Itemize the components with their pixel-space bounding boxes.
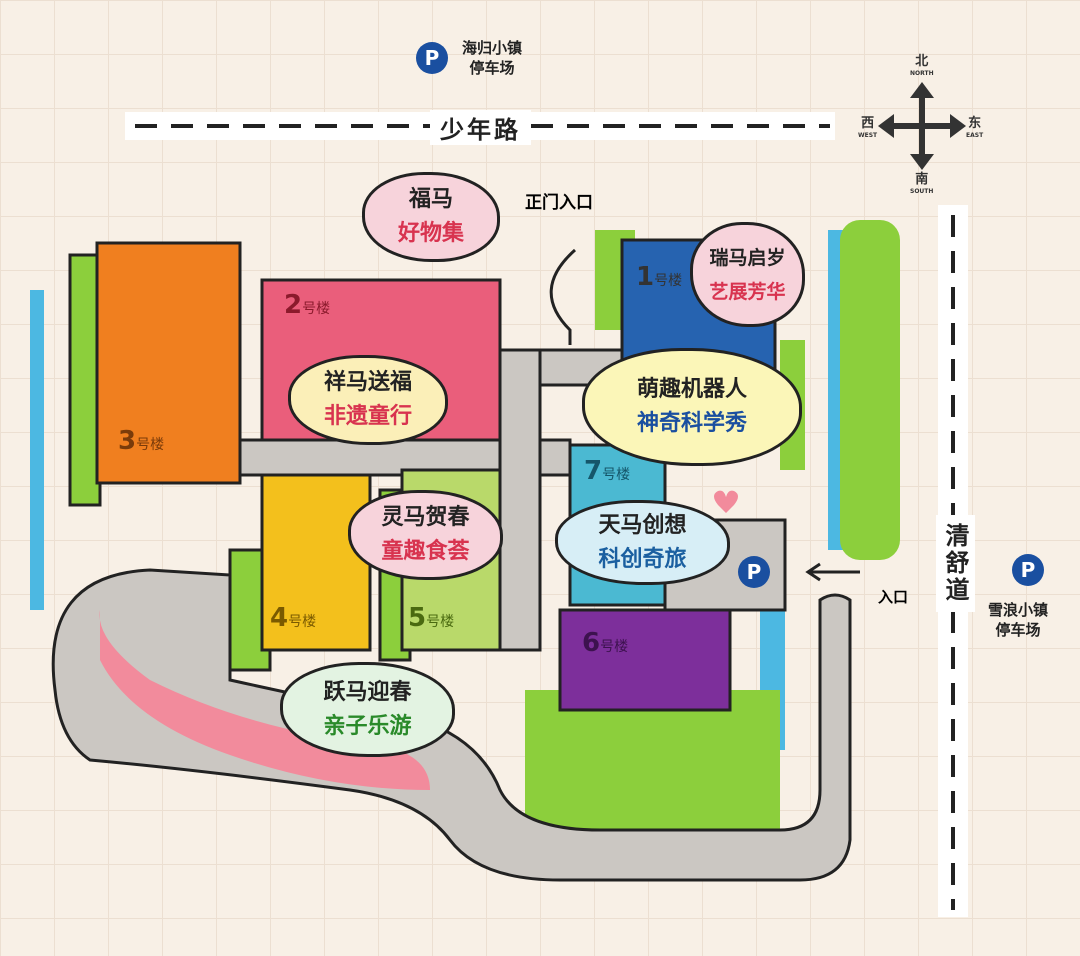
bubble-fuma: 福马好物集 [362, 172, 500, 262]
building-1-label: 1号楼 [636, 262, 683, 292]
side-entrance-arrow [805, 562, 860, 582]
building-4 [260, 473, 372, 652]
heart-icon [714, 490, 738, 513]
building-3-label: 3号楼 [118, 426, 165, 456]
water-west [30, 290, 44, 610]
parking-east-line1: 雪浪小镇 [988, 601, 1049, 619]
building-7-label: 7号楼 [584, 456, 631, 486]
parking-east-line2: 停车场 [995, 621, 1041, 639]
parking-icon: P [738, 556, 770, 588]
bubble-ruima: 瑞马启岁艺展芳华 [690, 222, 805, 327]
lawn-south [525, 690, 780, 830]
building-4-label: 4号楼 [270, 603, 317, 633]
building-2-label: 2号楼 [284, 290, 331, 320]
parking-north-line1: 海归小镇 [462, 39, 523, 57]
compass-arrows [888, 92, 956, 160]
building-6 [558, 608, 732, 712]
building-3 [95, 241, 242, 485]
north-road-label: 少年路 [430, 110, 531, 145]
bubble-yuema: 跃马迎春亲子乐游 [280, 662, 455, 757]
path-ns [498, 348, 542, 652]
bubble-lingma: 灵马贺春童趣食荟 [348, 490, 503, 580]
parking-icon: P [1012, 554, 1044, 586]
building-6-label: 6号楼 [582, 628, 629, 658]
bubble-xiangma: 祥马送福非遗童行 [288, 355, 448, 445]
lawn-east [840, 220, 900, 560]
bubble-robot: 萌趣机器人神奇科学秀 [582, 348, 802, 466]
main-entrance-arrow [549, 248, 576, 345]
east-road-label: 清舒道 [936, 515, 975, 612]
main-entrance-label: 正门入口 [525, 193, 593, 213]
parking-east-label: 雪浪小镇 停车场 [988, 600, 1048, 640]
parking-north-line2: 停车场 [469, 59, 515, 77]
side-entrance-label: 入口 [878, 588, 909, 606]
lawn-west [68, 253, 102, 507]
parking-icon: P [416, 42, 448, 74]
building-5-label: 5号楼 [408, 603, 455, 633]
parking-north-label: 海归小镇 停车场 [462, 38, 522, 78]
bubble-tianma: 天马创想科创奇旅 [555, 500, 730, 585]
